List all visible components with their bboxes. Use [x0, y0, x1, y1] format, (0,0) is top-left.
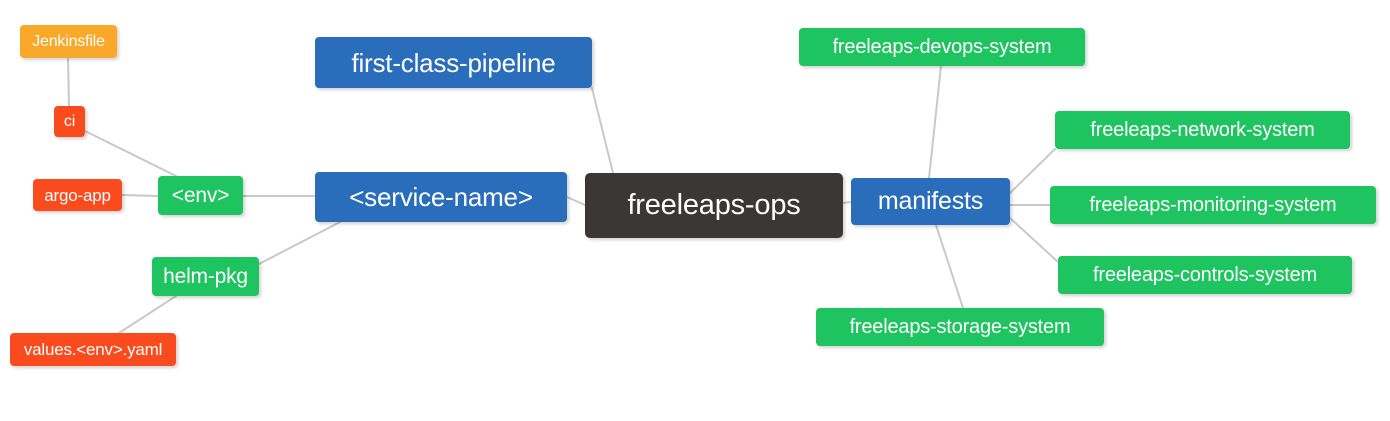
node-service-name[interactable]: <service-name>: [315, 172, 567, 222]
edge-env-to-argo-app: [121, 194, 159, 197]
edge-ci-to-jenkinsfile: [67, 57, 70, 107]
edge-env-to-ci: [84, 130, 177, 177]
edge-manifests-to-freeleaps-controls-system: [1009, 217, 1059, 263]
node-first-class-pipeline[interactable]: first-class-pipeline: [315, 37, 592, 88]
node-freeleaps-devops-system[interactable]: freeleaps-devops-system: [799, 28, 1085, 66]
node-argo-app[interactable]: argo-app: [33, 179, 122, 211]
edge-helm-pkg-to-values-env-yaml: [118, 295, 177, 334]
node-helm-pkg[interactable]: helm-pkg: [152, 257, 259, 296]
edge-manifests-to-freeleaps-devops-system: [928, 65, 942, 179]
node-freeleaps-ops[interactable]: freeleaps-ops: [585, 173, 843, 238]
node-freeleaps-monitoring-system[interactable]: freeleaps-monitoring-system: [1050, 186, 1376, 224]
node-manifests[interactable]: manifests: [851, 178, 1010, 225]
node-freeleaps-network-system[interactable]: freeleaps-network-system: [1055, 111, 1350, 149]
edge-manifests-to-freeleaps-network-system: [1009, 148, 1056, 194]
node-jenkinsfile[interactable]: Jenkinsfile: [20, 25, 117, 58]
edge-service-name-to-helm-pkg: [258, 221, 341, 265]
edge-freeleaps-ops-to-first-class-pipeline: [591, 87, 614, 174]
edge-freeleaps-ops-to-manifests: [842, 201, 852, 204]
node-freeleaps-storage-system[interactable]: freeleaps-storage-system: [816, 308, 1104, 346]
edge-freeleaps-ops-to-service-name: [566, 196, 586, 206]
node-ci[interactable]: ci: [54, 106, 85, 137]
edge-manifests-to-freeleaps-storage-system: [935, 224, 964, 309]
node-freeleaps-controls-system[interactable]: freeleaps-controls-system: [1058, 256, 1352, 294]
node-values-env-yaml[interactable]: values.<env>.yaml: [10, 333, 176, 366]
node-env[interactable]: <env>: [158, 176, 243, 215]
